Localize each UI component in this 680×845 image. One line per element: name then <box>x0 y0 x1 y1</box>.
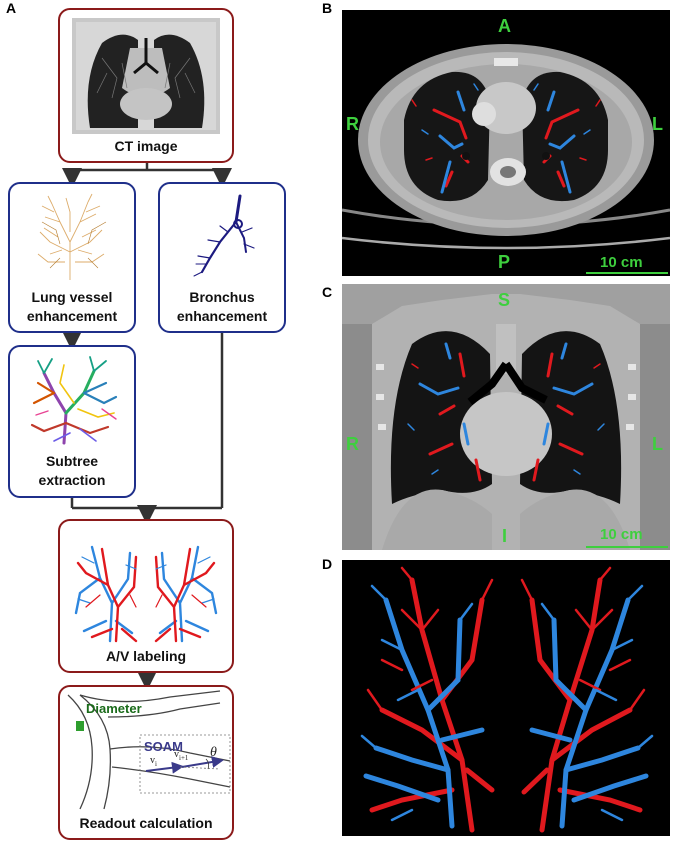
axial-orientation-posterior: P <box>498 252 511 272</box>
panel-label-d: D <box>322 556 333 572</box>
coronal-orientation-right: R <box>346 434 359 454</box>
av-labeling-thumbnail <box>70 533 222 643</box>
lung-vessel-label-line2: enhancement <box>26 308 118 324</box>
lung-vessel-enhancement-box: Lung vessel enhancement <box>8 182 136 333</box>
ct-image-thumbnail <box>72 18 220 134</box>
axial-orientation-right: R <box>346 114 359 134</box>
av-3d-rendering <box>342 560 670 836</box>
panel-label-a: A <box>6 0 17 16</box>
bronchus-enhancement-box: Bronchus enhancement <box>158 182 286 333</box>
readout-calculation-box: Diameter SOAM vi vi+1 θ Readout calculat… <box>58 685 234 840</box>
axial-ct-image: A P R L 10 cm <box>342 10 670 276</box>
axial-scalebar <box>586 272 668 274</box>
coronal-orientation-left: L <box>652 434 663 454</box>
av-labeling-box: A/V labeling <box>58 519 234 673</box>
axial-scalebar-label: 10 cm <box>600 254 643 271</box>
coronal-orientation-superior: S <box>498 290 511 310</box>
subtree-extraction-box: Subtree extraction <box>8 345 136 498</box>
axial-orientation-left: L <box>652 114 663 134</box>
axial-orientation-anterior: A <box>498 16 511 36</box>
subtree-label-line1: Subtree <box>45 453 99 469</box>
theta-label: θ <box>210 745 217 760</box>
vector-vi1-label: vi+1 <box>174 749 189 762</box>
ct-image-box: CT image <box>58 8 234 163</box>
vector-vi-label: vi <box>150 755 157 768</box>
subtree-label-line2: extraction <box>38 472 106 488</box>
lung-vessel-label-line1: Lung vessel <box>31 289 113 305</box>
soam-label: SOAM <box>144 739 183 754</box>
panel-label-b: B <box>322 0 333 16</box>
diameter-label: Diameter <box>86 701 142 716</box>
bronchus-thumbnail <box>180 192 268 280</box>
pipeline-connectors <box>62 163 232 691</box>
lung-vessel-thumbnail <box>30 192 118 280</box>
readout-label: Readout calculation <box>79 815 213 831</box>
panel-label-c: C <box>322 284 333 300</box>
coronal-orientation-inferior: I <box>502 526 508 546</box>
subtree-thumbnail <box>24 353 124 445</box>
soam-diagram <box>67 690 231 810</box>
coronal-scalebar <box>586 546 668 548</box>
bronchus-label-line2: enhancement <box>176 308 268 324</box>
coronal-ct-image: S I R L 10 cm <box>342 284 670 550</box>
coronal-scalebar-label: 10 cm <box>600 526 643 543</box>
bronchus-label-line1: Bronchus <box>189 289 255 305</box>
av-labeling-label: A/V labeling <box>105 648 187 664</box>
ct-image-label: CT image <box>114 138 178 154</box>
